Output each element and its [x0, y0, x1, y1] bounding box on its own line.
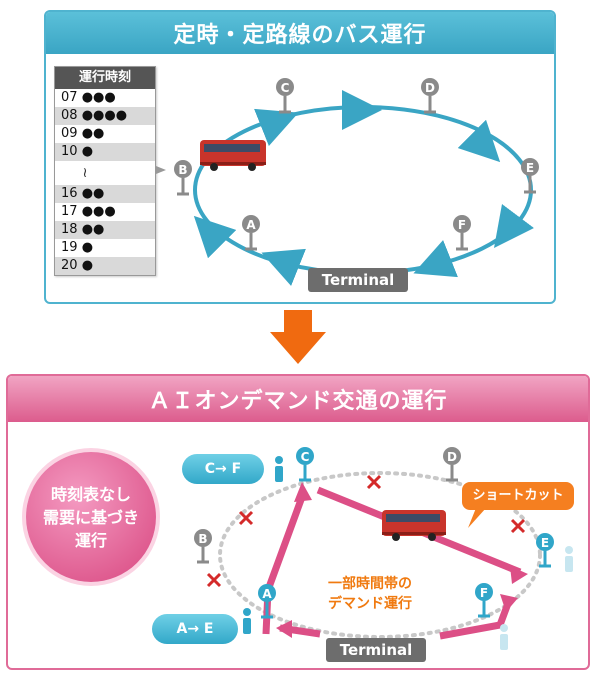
timetable-row: 09 ●● [61, 126, 105, 141]
timetable-gap: ≀ [82, 165, 88, 181]
passenger-icons [243, 456, 283, 634]
path-arrowhead [510, 566, 528, 584]
path-arrowhead [500, 594, 518, 612]
svg-text:C: C [281, 81, 290, 95]
bus-stop-c: C [276, 78, 294, 114]
demand-stop-b: B [194, 529, 212, 564]
bus-stop-d: D [421, 78, 439, 114]
demand-stop-a: A [258, 584, 276, 619]
svg-text:A: A [246, 218, 256, 232]
no-timetable-bubble: 時刻表なし 需要に基づき 運行 [26, 452, 156, 582]
bubble-line: 運行 [74, 530, 107, 550]
demand-route-loop [218, 471, 542, 639]
route-a-to-e: A→ E [152, 614, 238, 644]
timetable-row: 18 ●● [55, 221, 155, 239]
partial-demand-note: 一部時間帯の デマンド運行 [304, 574, 436, 614]
path-arrowhead [294, 482, 312, 502]
svg-text:C: C [301, 450, 310, 464]
svg-text:D: D [447, 450, 457, 464]
demand-stop-c: C [296, 447, 314, 482]
top-terminal-label: Terminal [308, 268, 408, 292]
route-arrow [193, 215, 237, 259]
bus-stop-f: F [453, 215, 471, 251]
timetable-row: 20 ● [55, 257, 155, 275]
timetable-title: 運行時刻 [55, 67, 155, 89]
bus-stop-e: E [521, 158, 539, 194]
svg-text:F: F [458, 218, 466, 232]
ai-on-demand-title: ＡＩオンデマンド交通の運行 [8, 376, 588, 422]
skipped-marks [206, 474, 526, 588]
shortcut-callout: ショートカット [462, 482, 574, 510]
svg-text:B: B [178, 163, 187, 177]
note-line: デマンド運行 [328, 596, 412, 612]
route-arrow [413, 240, 458, 278]
svg-text:A: A [262, 587, 272, 601]
route-arrow [261, 248, 306, 286]
bus-icon [200, 140, 266, 171]
bus-stop-b: B [174, 160, 192, 196]
fixed-route-title: 定時・定路線のバス運行 [46, 12, 554, 54]
timetable-row: 16 ●● [55, 185, 155, 203]
route-arrow [494, 204, 534, 248]
svg-text:B: B [198, 532, 207, 546]
bubble-line: 需要に基づき [42, 507, 139, 527]
timetable: 運行時刻 07 ●●● 08 ●●●● 09 ●● 10 ● ≀ 16 ●● 1… [54, 66, 156, 276]
timetable-row: 19 ● [61, 240, 94, 255]
waiting-passenger-icons [500, 546, 573, 650]
callout-pointer [468, 508, 486, 528]
demand-stop-d: D [443, 447, 461, 482]
down-arrow-icon [270, 310, 326, 364]
bus-stop-a: A [242, 215, 260, 251]
svg-text:E: E [526, 161, 534, 175]
route-c-to-f: C→ F [182, 454, 264, 484]
timetable-row: 07 ●●● [61, 90, 116, 105]
demand-bus-icon [382, 510, 446, 541]
note-line: 一部時間帯の [328, 576, 412, 592]
timetable-row: 08 ●●●● [55, 107, 155, 125]
svg-text:F: F [480, 586, 488, 600]
bottom-terminal-label: Terminal [326, 638, 426, 662]
timetable-row: 10 ● [55, 143, 155, 161]
bubble-line: 時刻表なし [50, 484, 131, 504]
timetable-pointer [156, 166, 166, 174]
route-arrow [254, 108, 299, 146]
timetable-row: 17 ●●● [61, 204, 116, 219]
route-arrow [457, 119, 501, 163]
path-arrowhead [276, 620, 292, 638]
demand-path-f [439, 596, 514, 640]
demand-stop-e: E [536, 533, 554, 568]
demand-stop-f: F [475, 583, 493, 618]
svg-text:E: E [541, 536, 549, 550]
svg-text:D: D [425, 81, 435, 95]
